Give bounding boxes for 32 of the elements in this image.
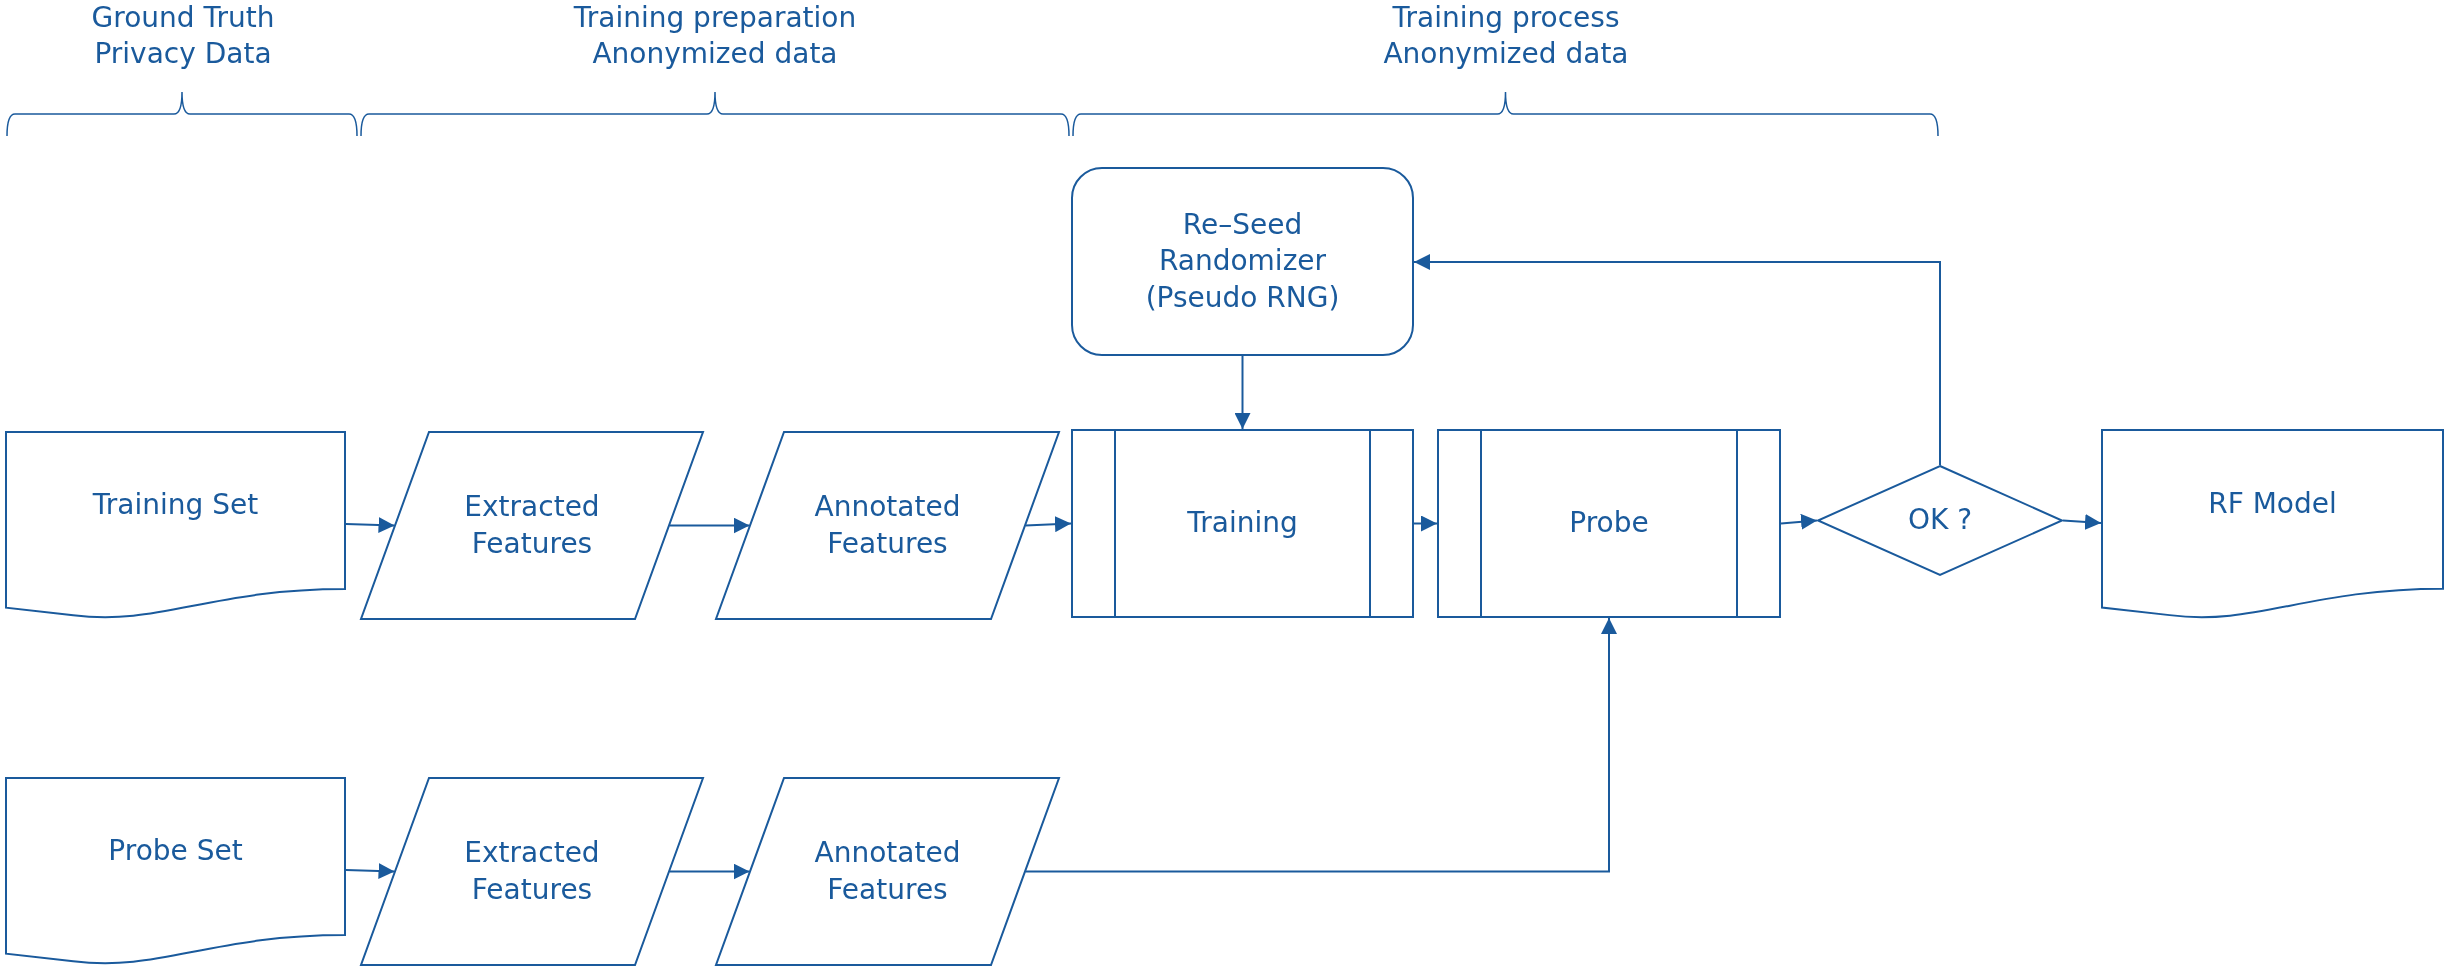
node-label: Annotated Features	[813, 489, 962, 562]
node-label: RF Model	[2208, 486, 2337, 522]
data-parallelogram	[360, 431, 704, 620]
section-heading: Training process Anonymized data	[1382, 0, 1630, 73]
predefined-process-box	[1437, 429, 1781, 618]
data-parallelogram	[715, 431, 1060, 620]
arrow	[2062, 513, 2102, 530]
node-label: Probe	[1569, 505, 1649, 542]
data-parallelogram	[715, 777, 1060, 966]
section-heading: Ground Truth Privacy Data	[90, 0, 276, 73]
document-shape	[5, 431, 346, 617]
arrow	[1234, 355, 1251, 430]
arrow	[1413, 254, 1941, 466]
document-shape	[5, 777, 346, 963]
node-label: Annotated Features	[813, 835, 962, 908]
node-label: Training	[1187, 505, 1298, 542]
node-label: Probe Set	[108, 833, 243, 870]
node-label: Training Set	[92, 487, 259, 524]
node-label: Extracted Features	[463, 489, 601, 562]
node-label: OK ?	[1907, 502, 1973, 539]
arrow	[1413, 515, 1438, 532]
decision-diamond	[1817, 465, 2063, 576]
data-parallelogram	[360, 777, 704, 966]
document-shape	[2101, 429, 2444, 617]
node-label: Extracted Features	[463, 835, 601, 908]
process-box	[1071, 167, 1414, 356]
predefined-process-box	[1071, 429, 1414, 618]
node-label: Re–Seed Randomizer (Pseudo RNG)	[1144, 206, 1341, 316]
section-heading: Training preparation Anonymized data	[572, 0, 858, 73]
arrow	[1024, 617, 1617, 873]
arrow	[1780, 513, 1818, 530]
arrow	[1024, 516, 1072, 533]
